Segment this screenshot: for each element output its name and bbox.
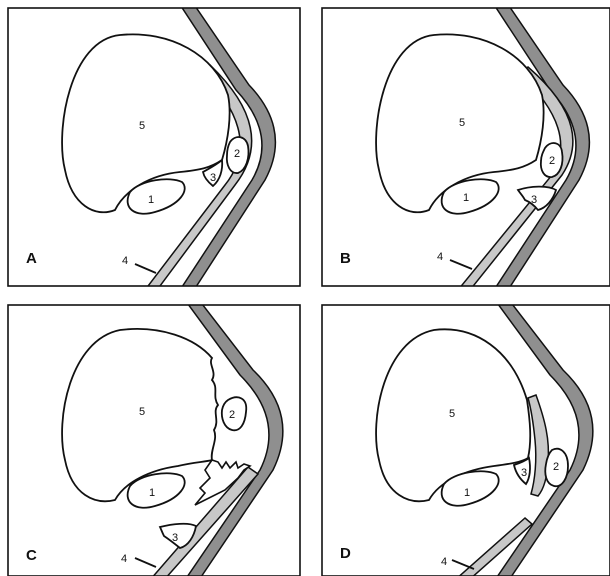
panel-c: 5 1 2 3 4 C <box>8 300 300 576</box>
panel-a-letter: A <box>26 250 37 267</box>
panel-a-label-5: 5 <box>139 120 145 132</box>
panel-a-label-4: 4 <box>122 255 128 267</box>
panel-b-label-1: 1 <box>463 192 469 204</box>
panel-a-label-2: 2 <box>234 148 240 160</box>
panel-b-label-2: 2 <box>549 155 555 167</box>
panel-d-letter: D <box>340 545 351 562</box>
panel-c-label-4: 4 <box>121 553 127 565</box>
panel-c-label-3: 3 <box>172 532 178 544</box>
structure-4-tube-upper <box>528 395 548 496</box>
panel-c-label-2: 2 <box>229 409 235 421</box>
panel-d-label-4: 4 <box>441 556 447 568</box>
panel-a-label-1: 1 <box>148 194 154 206</box>
panel-b-letter: B <box>340 250 351 267</box>
panel-d-label-2: 2 <box>553 461 559 473</box>
panel-c-letter: C <box>26 547 37 564</box>
panel-d-label-3: 3 <box>521 467 527 479</box>
panel-c-label-5: 5 <box>139 406 145 418</box>
structure-4-leader <box>135 558 156 567</box>
panel-a: 5 1 2 3 4 A <box>8 0 300 290</box>
structure-4-leader <box>135 264 156 273</box>
panel-c-label-1: 1 <box>149 487 155 499</box>
structure-4-leader <box>452 560 474 569</box>
panel-b-label-5: 5 <box>459 117 465 129</box>
panel-a-label-3: 3 <box>210 172 216 184</box>
panel-d: 5 1 2 3 4 D <box>322 300 610 576</box>
panel-b: 5 1 2 3 4 B <box>322 0 610 290</box>
panel-d-label-1: 1 <box>464 487 470 499</box>
structure-4-leader <box>450 260 472 269</box>
panel-d-label-5: 5 <box>449 408 455 420</box>
panel-b-label-3: 3 <box>531 194 537 206</box>
panel-b-label-4: 4 <box>437 251 443 263</box>
